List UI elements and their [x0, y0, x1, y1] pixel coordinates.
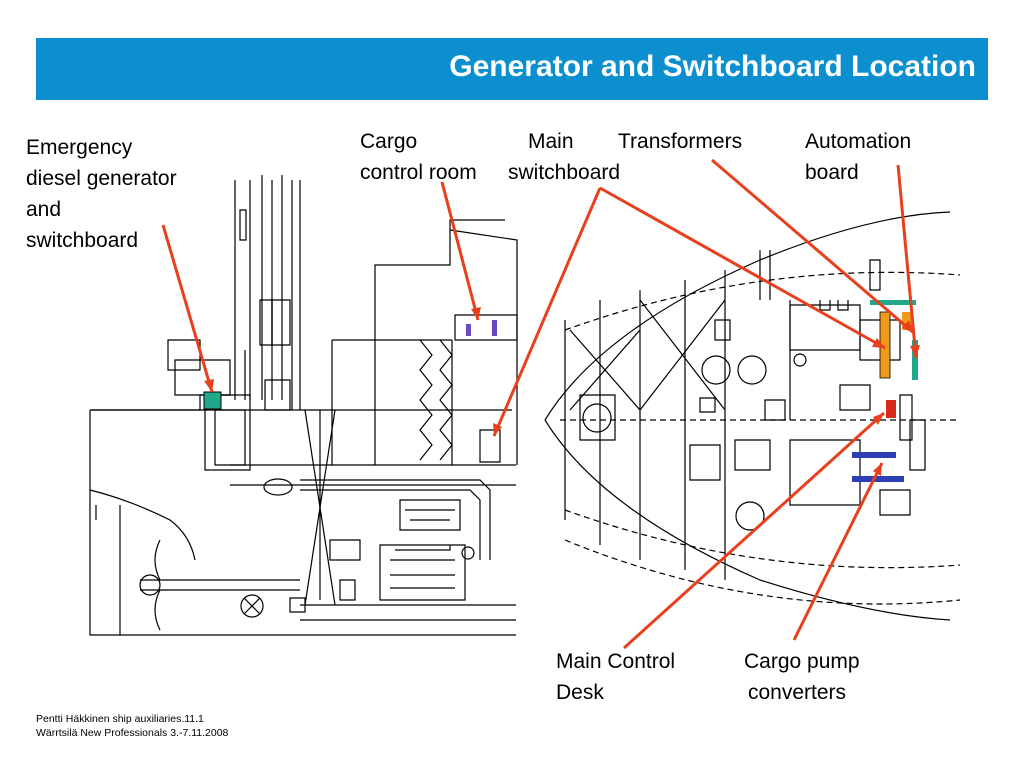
emergency-generator-label: Emergency diesel generator and switchboa…	[26, 136, 177, 252]
cargo-control-marker-1	[466, 324, 471, 336]
cargo-pump-converter-1	[852, 452, 896, 458]
automation-board-label: Automation board	[805, 130, 912, 184]
title-bar: Generator and Switchboard Location	[36, 38, 988, 100]
cargo-pump-converters-label: Cargo pump converters	[744, 650, 860, 704]
automation-board-marker-top	[870, 300, 916, 305]
cargo-control-room-label: Cargo control room	[360, 130, 477, 184]
footer: Pentti Häkkinen ship auxiliaries.11.1 Wä…	[36, 712, 228, 740]
transformer-marker	[902, 312, 912, 330]
slide-title: Generator and Switchboard Location	[449, 50, 976, 83]
transformers-label: Transformers	[618, 130, 743, 153]
emergency-generator-marker	[203, 391, 222, 410]
cargo-pump-converter-2	[852, 476, 904, 482]
pointer-lines	[161, 158, 918, 650]
engine-room-elevation	[89, 175, 518, 636]
cargo-control-marker-2	[492, 320, 497, 336]
pointer-arrowheads	[204, 307, 920, 476]
main-control-desk-label: Main Control Desk	[556, 650, 676, 704]
main-control-desk-marker	[886, 400, 896, 418]
deck-plan	[544, 211, 961, 621]
automation-board-marker	[912, 340, 918, 380]
footer-line-1: Pentti Häkkinen ship auxiliaries.11.1	[36, 713, 204, 725]
main-switchboard-label: Main switchboard	[508, 130, 621, 184]
footer-line-2: Wärrtsilä New Professionals 3.-7.11.2008	[36, 727, 229, 739]
